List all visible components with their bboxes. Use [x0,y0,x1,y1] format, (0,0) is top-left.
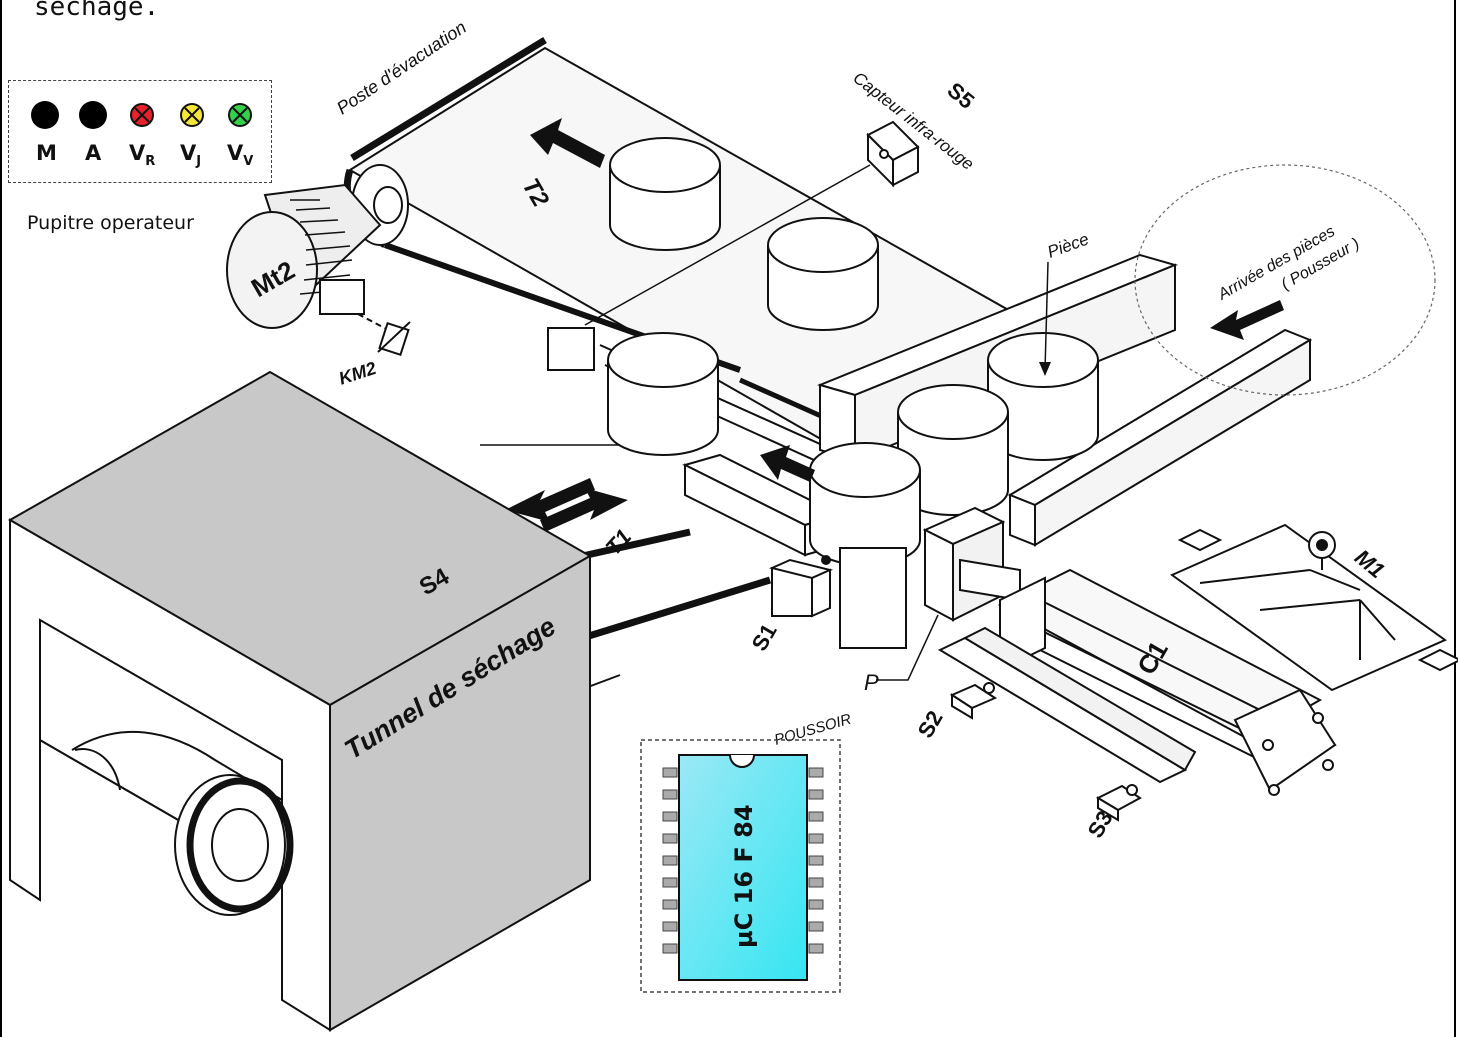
contactor-km2-label: KM2 [336,358,378,389]
piece-label: Pièce [1045,229,1091,261]
poussoir-label: POUSSOIR [772,711,853,749]
piece-6 [810,443,920,565]
poste-evacuation-label: Poste d'évacuation [333,17,470,118]
sensor-s2-icon [952,683,995,718]
chip-label: µC 16 F 84 [730,804,758,948]
piece-1 [610,138,720,250]
piece-3 [608,333,718,455]
piece-2 [768,218,878,330]
sensor-s1-icon [772,548,906,648]
sensor-s2-label: S2 [913,706,948,742]
sensor-s5-label: S5 [943,77,980,113]
arrival-arrow-icon [1210,300,1284,340]
poussoir-p-label: P [864,670,879,695]
push-arrow-icon [760,445,815,482]
sensor-s1-label: S1 [747,619,782,655]
microcontroller-chip-icon: µC 16 F 84 [641,740,840,992]
drying-tunnel [10,372,590,1030]
t1-label: T1 [600,524,636,560]
